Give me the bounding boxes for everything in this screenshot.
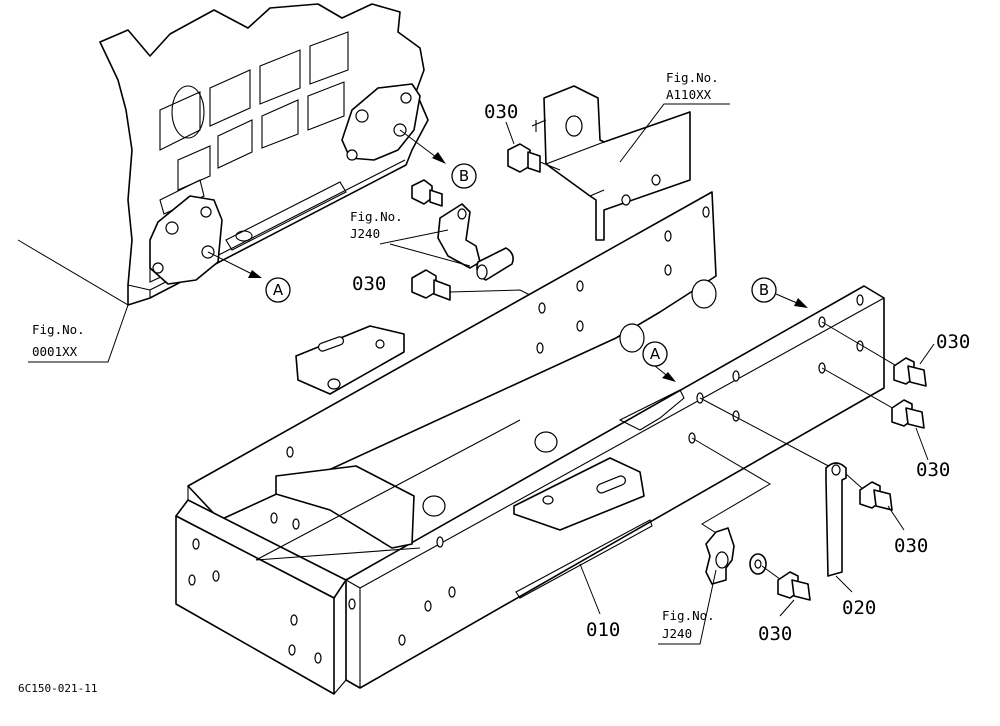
svg-text:B: B bbox=[759, 281, 769, 299]
leader-010 bbox=[579, 563, 601, 615]
bolt-030-right-1 bbox=[821, 321, 927, 387]
engine-ref-callout: Fig.No. 0001XX bbox=[17, 239, 129, 363]
clamp-j240-lower bbox=[658, 437, 771, 645]
leader-a-upper bbox=[207, 251, 253, 275]
label-010: 010 bbox=[586, 619, 620, 641]
leader-b-upper bbox=[399, 129, 441, 161]
svg-text:A: A bbox=[273, 281, 284, 299]
label-020: 020 bbox=[842, 597, 876, 619]
bolt-030-lower bbox=[761, 565, 811, 617]
label-030-lower: 030 bbox=[758, 623, 792, 645]
ground-strap-020 bbox=[699, 397, 853, 593]
label-030-right-2: 030 bbox=[916, 459, 950, 481]
label-030-right-1: 030 bbox=[936, 331, 970, 353]
label-030-strap: 030 bbox=[894, 535, 928, 557]
clamp-j240-upper bbox=[411, 179, 514, 281]
fig-prefix-label-3: Fig.No. bbox=[350, 209, 403, 224]
bracket-ref-callout: Fig.No. A110XX bbox=[619, 70, 730, 163]
bolt-030-clamp bbox=[411, 269, 541, 301]
fig-ref-clamp-lower: J240 bbox=[662, 626, 692, 641]
leader-030-bracket bbox=[505, 121, 515, 145]
fig-ref-clamp-upper: J240 bbox=[350, 226, 380, 241]
engine-block bbox=[99, 3, 429, 306]
arrow-a-upper bbox=[248, 270, 262, 278]
arrow-b-upper bbox=[432, 152, 446, 164]
fig-ref-bracket: A110XX bbox=[666, 87, 712, 102]
fig-ref-engine: 0001XX bbox=[32, 344, 78, 359]
svg-text:B: B bbox=[459, 167, 469, 185]
clamp-upper-ref-callout: Fig.No. J240 bbox=[350, 209, 471, 267]
label-030-bracket: 030 bbox=[484, 101, 518, 123]
marker-a-upper: A bbox=[265, 277, 291, 303]
marker-b-upper: B bbox=[451, 163, 477, 189]
bolt-030-bracket bbox=[507, 143, 561, 173]
fig-prefix-label: Fig.No. bbox=[32, 322, 85, 337]
arrow-b-lower bbox=[794, 298, 808, 308]
frame-010 bbox=[175, 191, 885, 695]
label-030-clamp: 030 bbox=[352, 273, 386, 295]
marker-b-lower: B bbox=[751, 277, 777, 303]
arrow-a-lower bbox=[662, 372, 676, 382]
bolt-030-right-2 bbox=[821, 367, 925, 429]
fig-prefix-label-2: Fig.No. bbox=[666, 70, 719, 85]
bracket-a110xx bbox=[531, 85, 691, 241]
marker-a-lower: A bbox=[642, 341, 668, 367]
bolt-030-strap bbox=[845, 473, 905, 531]
svg-text:A: A bbox=[650, 345, 661, 363]
drawing-code: 6C150-021-11 bbox=[18, 682, 97, 695]
fig-prefix-label-4: Fig.No. bbox=[662, 608, 715, 623]
leader-030-right-1 bbox=[919, 343, 935, 365]
frame-holes bbox=[188, 206, 864, 664]
leader-030-right-2 bbox=[915, 427, 929, 461]
